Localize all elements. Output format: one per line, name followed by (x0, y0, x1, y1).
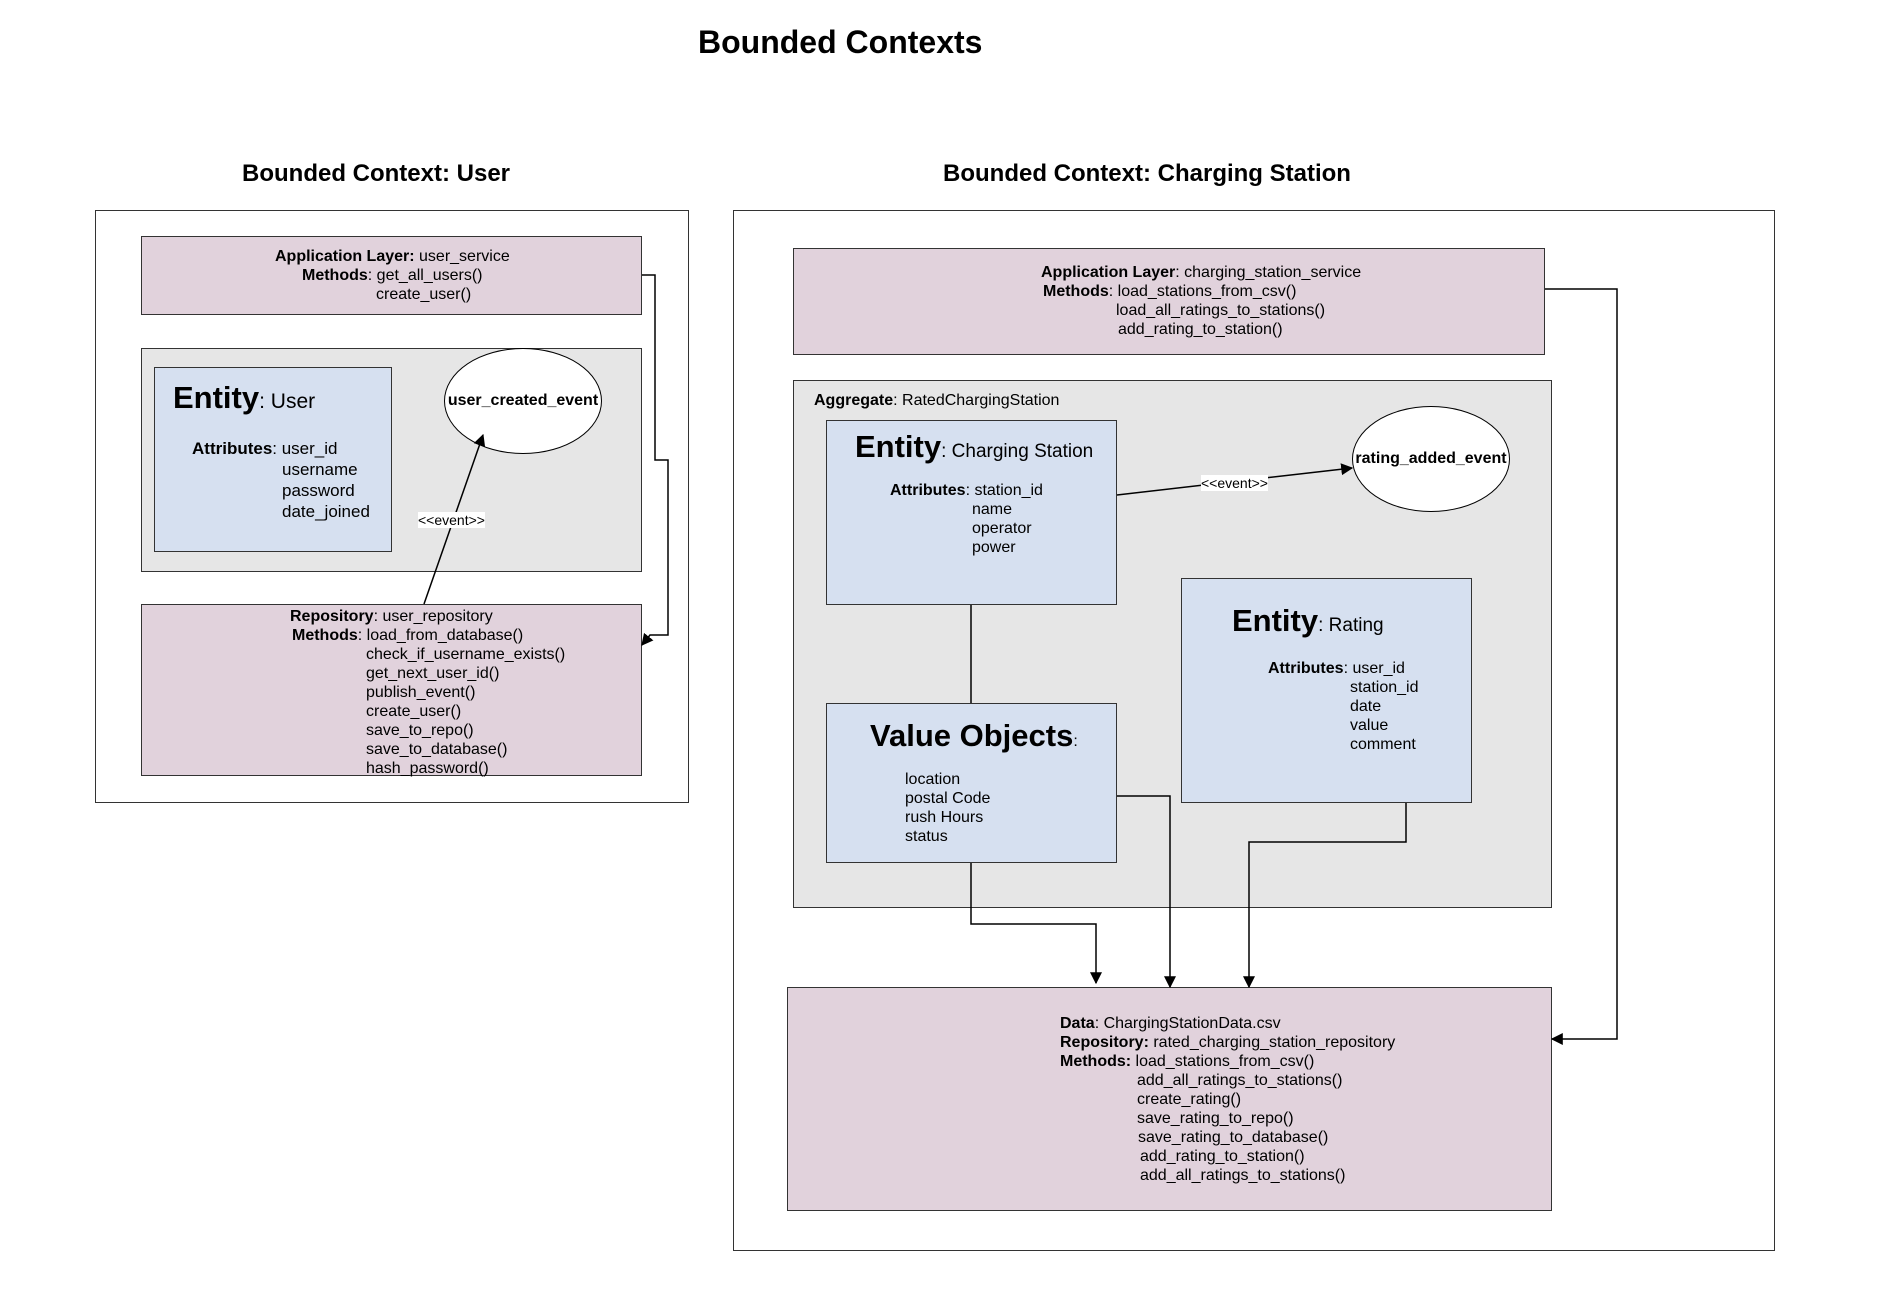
user-event-label: <<event>> (418, 512, 485, 528)
entity-rating-attrs: Attributes: user_id station_id date valu… (1268, 660, 1419, 753)
value-objects: Value Objects: location postal Code rush… (826, 703, 1117, 863)
value-objects-items: location postal Code rush Hours status (905, 771, 991, 845)
cs-application-layer: Application Layer: charging_station_serv… (793, 248, 1545, 355)
cs-context-frame (733, 210, 1775, 1251)
cs-context-title: Bounded Context: Charging Station (943, 160, 1351, 187)
rating-event-label: <<event>> (1201, 475, 1268, 491)
entity-rating-heading: Entity: Rating (1232, 603, 1384, 638)
value-objects-heading: Value Objects: (870, 718, 1078, 753)
user-repo-line: Repository: user_repository (290, 608, 493, 625)
user-context-title: Bounded Context: User (242, 160, 511, 187)
entity-cs-heading: Entity: Charging Station (855, 429, 1094, 464)
user-created-event-node: user_created_event (444, 348, 602, 454)
cs-app-layer-line: Application Layer: charging_station_serv… (1041, 264, 1362, 281)
cs-app-methods: Methods: load_stations_from_csv() load_a… (1043, 283, 1326, 338)
page-title: Bounded Contexts (698, 24, 983, 60)
user-application-layer: Application Layer: user_service Methods:… (141, 236, 642, 315)
entity-cs-attrs: Attributes: station_id name operator pow… (890, 482, 1043, 556)
cs-data-text: Data: ChargingStationData.csv Repository… (1060, 1015, 1396, 1184)
entity-charging-station: Entity: Charging Station Attributes: sta… (826, 420, 1117, 605)
user-app-method: create_user() (376, 286, 472, 303)
rating-added-event-node: rating_added_event (1352, 406, 1510, 512)
user-app-layer-line: Application Layer: user_service (275, 248, 510, 265)
user-repo-methods: Methods: load_from_database() check_if_u… (292, 627, 566, 777)
aggregate-label: Aggregate: RatedChargingStation (814, 392, 1060, 409)
entity-user-attrs: Attributes: user_id username password da… (192, 439, 370, 521)
entity-user: Entity: User Attributes: user_id usernam… (154, 367, 392, 552)
entity-user-heading: Entity: User (173, 380, 316, 415)
cs-data-repository: Data: ChargingStationData.csv Repository… (787, 987, 1552, 1211)
user-app-methods-line: Methods: get_all_users() (302, 267, 483, 284)
user-repository: Repository: user_repository Methods: loa… (141, 604, 642, 777)
user-context-frame (95, 210, 689, 803)
entity-rating: Entity: Rating Attributes: user_id stati… (1181, 578, 1472, 803)
